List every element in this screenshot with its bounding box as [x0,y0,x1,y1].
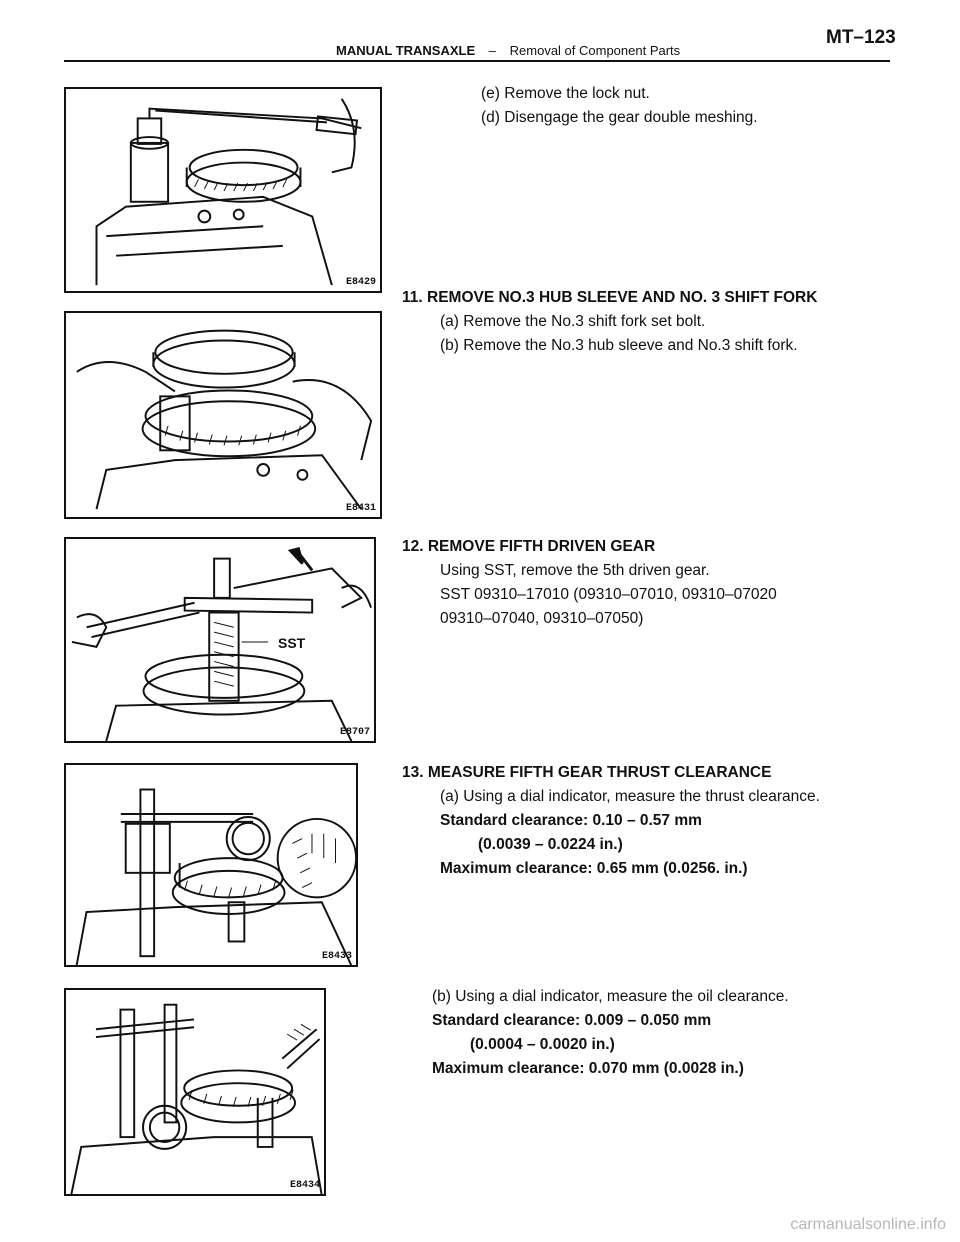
step-11-title: 11. REMOVE NO.3 HUB SLEEVE AND NO. 3 SHI… [402,289,818,306]
step-13b-standard: Standard clearance: 0.009 – 0.050 mm [432,1012,712,1029]
figure-lock-nut-removal: E8429 [64,87,382,293]
step-12-sst: SST 09310–17010 (09310–07010, 09310–0702… [440,586,777,603]
figure-fifth-driven-gear-removal: SST E8707 [64,537,376,743]
section-title: MANUAL TRANSAXLE [336,43,476,58]
figure-thrust-clearance-measurement: E8433 [64,763,358,967]
figure-code: E8429 [345,277,376,288]
step-13a-standard: Standard clearance: 0.10 – 0.57 mm [440,812,702,829]
sst-callout-label: SST [278,635,306,651]
step-13a: (a) Using a dial indicator, measure the … [440,788,820,805]
illustration-sst-puller [71,547,372,741]
step-12-title: 12. REMOVE FIFTH DRIVEN GEAR [402,538,656,555]
step-10e: (e) Remove the lock nut. [481,85,650,102]
watermark: carmanualsonline.info [790,1216,946,1233]
figure-code: E8433 [321,951,352,962]
step-13-title: 13. MEASURE FIFTH GEAR THRUST CLEARANCE [402,764,772,781]
step-12-sst-cont: 09310–07040, 09310–07050) [440,610,644,627]
running-header: MANUAL TRANSAXLE – Removal of Component … [336,43,680,58]
header-rule [64,60,890,62]
illustration-torque-wrench-on-gear [95,98,362,286]
illustration-dial-indicator-oil [70,1003,323,1194]
step-10d: (d) Disengage the gear double meshing. [481,109,758,126]
step-12-line1: Using SST, remove the 5th driven gear. [440,562,710,579]
figure-code: E8707 [339,727,370,738]
figure-code: E8434 [289,1180,320,1191]
step-13a-maximum: Maximum clearance: 0.65 mm (0.0256. in.) [440,860,748,877]
step-13b-maximum: Maximum clearance: 0.070 mm (0.0028 in.) [432,1060,744,1077]
page-number: MT–123 [826,27,896,48]
subsection-title: Removal of Component Parts [509,43,681,58]
figure-oil-clearance-measurement: E8434 [64,988,326,1196]
figure-code: E8431 [345,503,376,514]
step-13a-standard-in: (0.0039 – 0.0224 in.) [478,836,623,853]
header-dash: – [488,43,497,58]
figure-hub-sleeve-removal: E8431 [64,311,382,519]
illustration-hands-lifting-hub-sleeve [76,329,373,510]
step-13b-standard-in: (0.0004 – 0.0020 in.) [470,1036,615,1053]
step-11a: (a) Remove the No.3 shift fork set bolt. [440,313,706,330]
step-13b: (b) Using a dial indicator, measure the … [432,988,789,1005]
step-11b: (b) Remove the No.3 hub sleeve and No.3 … [440,337,798,354]
illustration-dial-indicator-thrust [75,788,356,965]
